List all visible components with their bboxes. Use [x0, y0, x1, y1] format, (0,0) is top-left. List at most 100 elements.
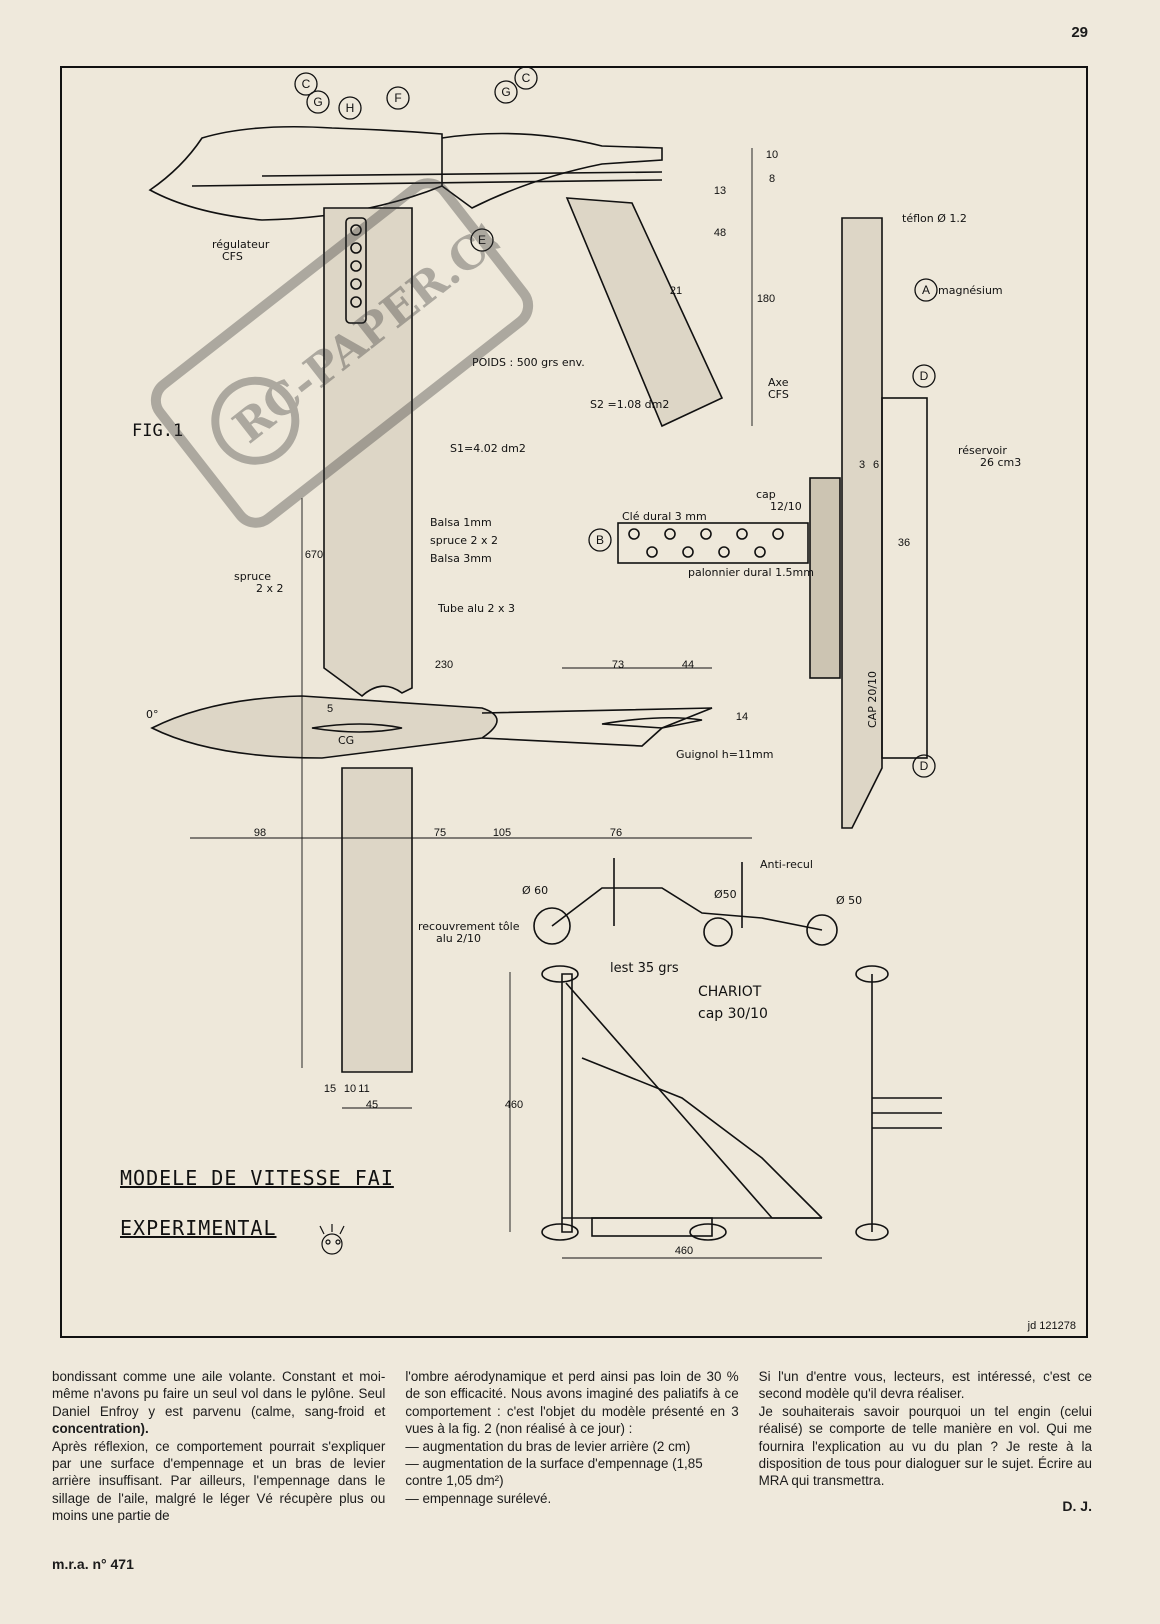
dim-5: 5 — [327, 703, 333, 715]
chariot-side — [533, 858, 838, 947]
callout-circles — [294, 68, 938, 778]
article-text: bondissant comme une aile volante. Const… — [52, 1368, 1092, 1523]
paragraph: Je souhaiterais savoir pourquoi un tel e… — [758, 1403, 1092, 1489]
dim-105: 105 — [493, 827, 511, 839]
label-balsa3: Balsa 3mm — [430, 552, 492, 565]
list-item: — augmentation de la surface d'empennage… — [405, 1456, 703, 1489]
label-chariot: CHARIOT — [698, 984, 762, 1000]
paragraph-bold: concentration). — [52, 1421, 149, 1437]
signature: D. J. — [1062, 1497, 1092, 1514]
dim-44: 44 — [682, 659, 694, 671]
dim-11: 11 — [358, 1083, 369, 1095]
label-guignol: Guignol h=11mm — [676, 748, 773, 761]
label-s2: S2 =1.08 dm2 — [590, 398, 669, 411]
label-cle-dural: Clé dural 3 mm — [622, 510, 707, 523]
list-item: — empennage surélevé. — [405, 1490, 552, 1506]
dim-15: 15 — [324, 1083, 336, 1095]
page-number: 29 — [1071, 24, 1088, 41]
label-axe: Axe — [768, 376, 789, 389]
dim-36: 36 — [898, 537, 910, 549]
dim-460-vertical: 460 — [505, 1099, 523, 1111]
callout-d1: D — [920, 369, 929, 383]
label-cap2010: CAP 20/10 — [866, 671, 879, 728]
article-column-2: l'ombre aérodynamique et perd ainsi pas … — [405, 1368, 738, 1518]
paragraph: bondissant comme une aile volante. Const… — [52, 1368, 385, 1438]
label-spruce22: spruce 2 x 2 — [430, 534, 498, 547]
top-tail — [481, 707, 713, 747]
label-recouvrement-alu: alu 2/10 — [436, 932, 481, 945]
dim-6: 6 — [873, 459, 879, 471]
dim-3: 3 — [859, 459, 865, 471]
wing-top-upper — [323, 207, 413, 698]
label-axe-cfs: CFS — [768, 388, 789, 401]
label-spruce-size: 2 x 2 — [256, 582, 284, 595]
label-spruce: spruce — [234, 570, 271, 583]
dim-8: 8 — [769, 173, 775, 185]
label-cap-size: 12/10 — [770, 500, 802, 513]
technical-drawing-frame: C G H F G C E A B D D FIG.1 régulateur C… — [60, 66, 1088, 1338]
paragraph: Si l'un d'entre vous, lecteurs, est inté… — [758, 1369, 1092, 1402]
side-fuselage — [148, 125, 443, 221]
callout-a: A — [922, 283, 930, 297]
callout-f: F — [394, 91, 401, 105]
dim-14: 14 — [736, 711, 748, 723]
control-bar-holes — [628, 528, 784, 558]
callout-b: B — [596, 533, 604, 547]
dim-75: 75 — [434, 827, 446, 839]
label-cfs: CFS — [222, 250, 243, 263]
article-column-3: Si l'un d'entre vous, lecteurs, est inté… — [759, 1368, 1092, 1518]
drawing-id: jd 121278 — [1027, 1320, 1076, 1332]
label-d60: Ø 60 — [522, 884, 548, 897]
improvement-list: — augmentation du bras de levier arrière… — [405, 1438, 738, 1508]
dim-13: 13 — [714, 185, 726, 197]
right-elevation — [841, 217, 883, 829]
magazine-reference: m.r.a. n° 471 — [52, 1556, 134, 1572]
dim-73: 73 — [612, 659, 624, 671]
label-cap: cap — [756, 488, 776, 501]
label-zero-deg: 0° — [146, 708, 159, 721]
dim-45: 45 — [366, 1099, 378, 1111]
label-cg: CG — [338, 734, 354, 747]
callout-g2: G — [501, 85, 510, 99]
callout-d2: D — [920, 759, 929, 773]
dimension-lines — [190, 148, 822, 1259]
paragraph: Après réflexion, ce comportement pourrai… — [52, 1438, 386, 1524]
label-tube-alu: Tube alu 2 x 3 — [437, 602, 515, 615]
dim-98: 98 — [254, 827, 266, 839]
dim-21: 21 — [670, 285, 682, 297]
side-tail-boom — [441, 132, 663, 209]
label-teflon: téflon Ø 1.2 — [902, 212, 967, 225]
callout-c2: C — [522, 71, 531, 85]
label-regulateur: régulateur — [212, 238, 270, 251]
control-bar — [617, 522, 809, 564]
drawing-title-line1: MODELE DE VITESSE FAI — [120, 1166, 394, 1190]
label-s1: S1=4.02 dm2 — [450, 442, 526, 455]
label-anti-recul: Anti-recul — [760, 858, 813, 871]
callout-e: E — [478, 233, 486, 247]
dim-76: 76 — [610, 827, 622, 839]
technical-drawing: C G H F G C E A B D D FIG.1 régulateur C… — [132, 68, 1021, 1259]
dim-180: 180 — [757, 293, 775, 305]
dim-10: 10 — [766, 149, 778, 161]
dim-460-horizontal: 460 — [675, 1245, 693, 1257]
wing-top-lower — [341, 767, 413, 1073]
dim-10b: 10 — [344, 1083, 356, 1095]
label-chariot-cap: cap 30/10 — [698, 1006, 768, 1022]
reservoir-body — [881, 397, 928, 759]
label-reservoir: réservoir — [958, 444, 1007, 457]
fig-label: FIG.1 — [132, 421, 183, 441]
label-poids: POIDS : 500 grs env. — [472, 356, 585, 369]
label-reservoir-volume: 26 cm3 — [980, 456, 1021, 469]
article-column-1: bondissant comme une aile volante. Const… — [52, 1368, 385, 1523]
lightening-holes — [345, 217, 367, 324]
callout-h: H — [346, 101, 355, 115]
dim-670: 670 — [305, 549, 323, 561]
label-palonnier: palonnier dural 1.5mm — [688, 566, 814, 579]
label-d50a: Ø50 — [714, 888, 737, 901]
label-recouvrement: recouvrement tôle — [418, 920, 520, 933]
label-d50b: Ø 50 — [836, 894, 862, 907]
paragraph-text: bondissant comme une aile volante. Const… — [52, 1369, 386, 1419]
label-lest: lest 35 grs — [610, 961, 679, 976]
label-magnesium: magnésium — [938, 284, 1003, 297]
chariot-top — [541, 965, 942, 1241]
